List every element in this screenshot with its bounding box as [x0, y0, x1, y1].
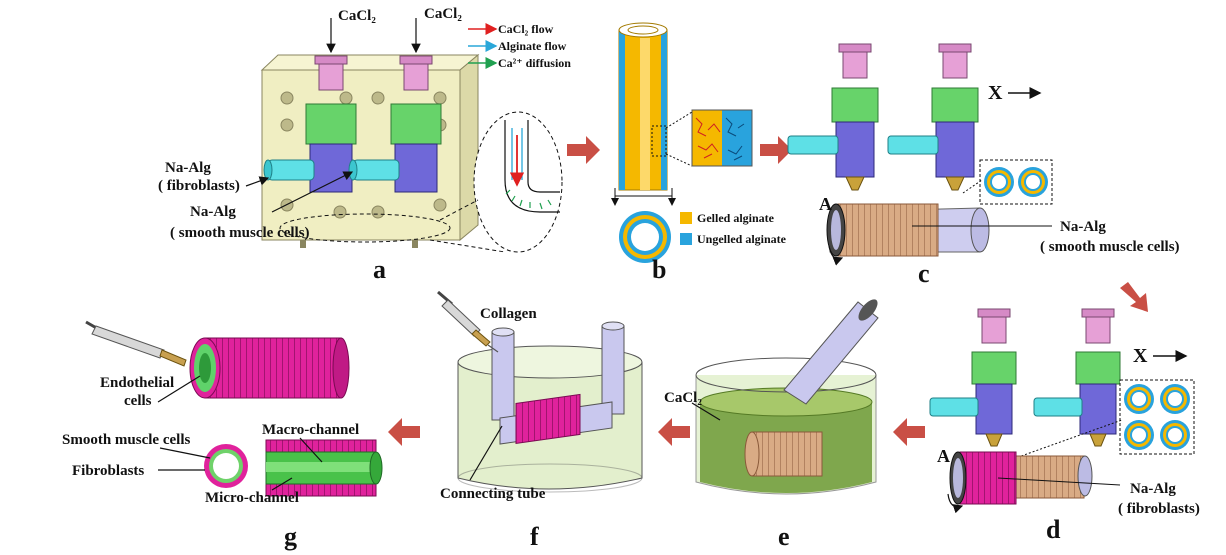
panel-label-g: g [284, 522, 297, 551]
label-smc-a: ( smooth muscle cells) [170, 225, 310, 241]
panel-f: Collagen Connecting tube f [437, 290, 643, 551]
swatch-ungelled [680, 233, 692, 245]
label-micro-channel: Micro-channel [205, 490, 299, 506]
label-axis-a-c: A [819, 194, 832, 214]
legend-alginate-flow: Alginate flow [498, 39, 567, 53]
label-connecting-tube: Connecting tube [440, 486, 546, 502]
nozzle-c-right [887, 43, 979, 191]
panel-c: X A Na-Alg ( smooth muscle cells) c [787, 43, 1180, 288]
panel-label-a: a [373, 255, 386, 284]
label-cacl2-left: CaCl₂ [338, 8, 376, 24]
legend-cacl2-flow: CaCl₂ flow [498, 22, 554, 36]
swatch-gelled [680, 212, 692, 224]
step-arrow-a-b [567, 136, 600, 164]
panel-a: CaCl₂ CaCl₂ CaCl₂ flow Alginate flow Ca²… [158, 6, 571, 284]
zoom-inset [473, 111, 563, 253]
label-x-axis-d: X [1133, 345, 1148, 367]
coil-in-bath [751, 431, 823, 477]
left-inlet [263, 159, 315, 181]
label-cacl2-e: CaCl₂ [664, 390, 702, 406]
label-macro-channel: Macro-channel [262, 422, 359, 438]
panel-label-e: e [778, 522, 790, 551]
label-fibroblasts-d: ( fibroblasts) [1118, 501, 1200, 517]
panel-e: CaCl₂ e [664, 299, 879, 551]
right-nozzle [390, 55, 442, 193]
panel-g: Endothelial cells Smooth muscle cells Ma… [62, 320, 383, 551]
nozzle-d-right [1033, 308, 1121, 447]
step-arrow-c-d [1120, 282, 1148, 312]
label-endothelial: Endothelial [100, 375, 174, 391]
label-na-alg-d: Na-Alg [1130, 481, 1176, 497]
connecting-tube-left [491, 331, 515, 421]
label-fibroblasts-a: ( fibroblasts) [158, 178, 240, 194]
panel-b: Gelled alginate Ungelled alginate b [611, 22, 787, 284]
label-smooth-muscle: Smooth muscle cells [62, 432, 190, 448]
label-na-alg-smc: Na-Alg [190, 204, 236, 220]
legend-ca-diffusion: Ca²⁺ diffusion [498, 56, 571, 70]
coil-fibroblasts [959, 451, 1017, 505]
step-arrow-f-g [388, 418, 420, 446]
panel-label-b: b [652, 255, 666, 284]
connecting-tube-right [601, 325, 625, 415]
syringe-f [437, 290, 499, 353]
panel-d: X A Na-Alg ( fibroblasts) d [929, 308, 1200, 544]
label-na-alg-fibroblasts: Na-Alg [165, 160, 211, 176]
coil-smooth-muscle [837, 203, 939, 257]
panel-label-f: f [530, 522, 539, 551]
label-fibroblasts-g: Fibroblasts [72, 463, 144, 479]
left-nozzle [305, 55, 357, 193]
label-cells: cells [124, 393, 152, 409]
syringe-g [85, 320, 187, 367]
legend-gelled: Gelled alginate [697, 211, 775, 225]
rod-removed [783, 301, 879, 405]
vascular-construct-f [515, 393, 581, 445]
label-cacl2-right: CaCl₂ [424, 6, 462, 22]
panel-label-d: d [1046, 515, 1061, 544]
step-arrow-b-c [760, 136, 792, 164]
label-na-alg-c: Na-Alg [1060, 219, 1106, 235]
panel-label-c: c [918, 259, 930, 288]
nozzle-c-left [787, 43, 879, 191]
label-x-axis-c: X [988, 82, 1003, 104]
legend-ungelled: Ungelled alginate [697, 232, 787, 246]
label-collagen: Collagen [480, 306, 537, 322]
nozzle-d-left [929, 308, 1017, 447]
label-axis-a-d: A [937, 446, 950, 466]
label-smc-c: ( smooth muscle cells) [1040, 239, 1180, 255]
right-inlet [348, 159, 400, 181]
step-arrow-d-e [893, 418, 925, 446]
vessel-construct [204, 337, 342, 399]
step-arrow-e-f [658, 418, 690, 446]
